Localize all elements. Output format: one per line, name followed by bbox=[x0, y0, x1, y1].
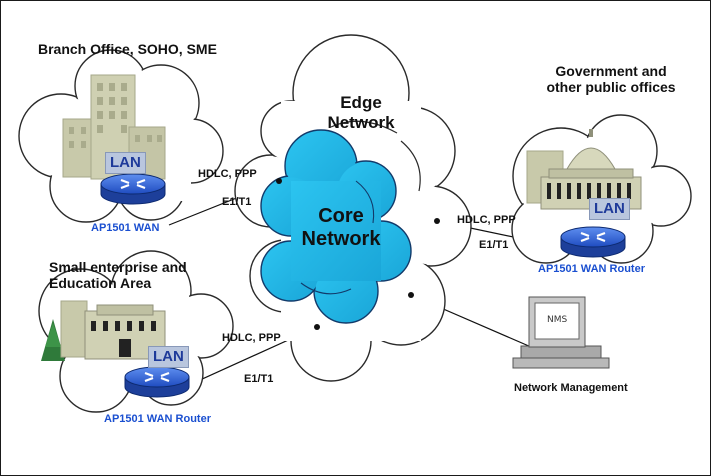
government-label: Government and other public offices bbox=[531, 63, 691, 95]
network-management-label: Network Management bbox=[514, 382, 628, 394]
edge-network-label-line2: Network bbox=[327, 112, 395, 132]
government-label-line2: other public offices bbox=[546, 79, 676, 96]
small-enterprise-lan-badge: LAN bbox=[148, 346, 189, 368]
core-network-label: Core Network bbox=[286, 205, 396, 251]
link-endpoints bbox=[276, 178, 440, 330]
small-enterprise-router-icon bbox=[123, 365, 191, 399]
small-link-protocol: HDLC, PPP bbox=[222, 332, 281, 344]
branch-office-label: Branch Office, SOHO, SME bbox=[38, 41, 217, 57]
government-link-protocol: HDLC, PPP bbox=[457, 214, 516, 226]
edge-network-label: Edge Network bbox=[311, 93, 411, 132]
branch-lan-badge: LAN bbox=[105, 152, 146, 174]
branch-router-icon bbox=[99, 172, 167, 206]
branch-link-line: E1/T1 bbox=[222, 196, 252, 208]
government-router-icon bbox=[559, 225, 627, 259]
small-link-line: E1/T1 bbox=[244, 373, 274, 385]
nms-screen-label: NMS bbox=[547, 315, 568, 325]
government-link-line: E1/T1 bbox=[479, 239, 509, 251]
core-network-label-line1: Core bbox=[318, 205, 364, 227]
edge-network-label-line1: Edge bbox=[340, 93, 382, 112]
government-label-line1: Government and bbox=[555, 63, 667, 79]
small-enterprise-label: Small enterprise and Education Area bbox=[49, 259, 187, 291]
government-router-label: AP1501 WAN Router bbox=[538, 263, 645, 275]
nms-computer-icon bbox=[512, 296, 610, 369]
small-enterprise-label-line1: Small enterprise and bbox=[49, 259, 187, 275]
branch-link-protocol: HDLC, PPP bbox=[198, 168, 257, 180]
small-enterprise-router-label: AP1501 WAN Router bbox=[104, 413, 211, 425]
core-network-label-line2: Network bbox=[301, 228, 381, 250]
school-building bbox=[41, 300, 166, 361]
small-enterprise-label-line2: Education Area bbox=[49, 275, 152, 292]
government-lan-badge: LAN bbox=[589, 198, 630, 220]
branch-router-label: AP1501 WAN bbox=[91, 222, 160, 234]
